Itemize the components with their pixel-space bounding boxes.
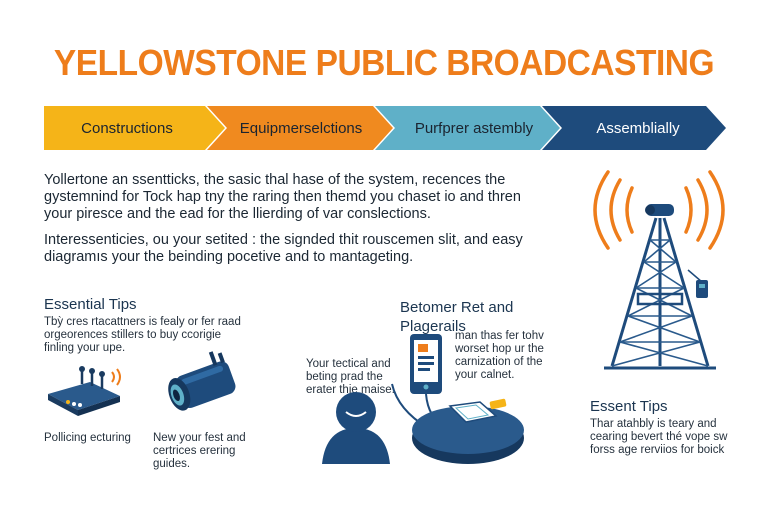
step-purfprer-astembly[interactable]: Purfprer astembly [375,106,560,150]
center-title: Betomer Ret and Plagerails [400,299,514,335]
step-equipment-selections[interactable]: Equipmerselctions [207,106,393,150]
center-right-text: man thas fer tohv worset hop ur the carn… [455,330,544,381]
camera-icon [168,351,236,411]
person-icon [322,392,390,464]
phone-icon [410,334,442,394]
camera-caption: New your fest and certrices erering guid… [153,432,246,470]
intro-paragraph-2: Interessenticies, ou your setited : the … [44,232,523,265]
essent-tips-title: Essent Tips [590,398,668,415]
page-title: YELLOWSTONE PUBLIC BROADCASTING [53,42,715,83]
step-label: Constructions [81,120,173,137]
step-label: Purfprer astembly [415,120,534,137]
router-caption: Pollicing ecturing [44,432,131,444]
step-label: Assemblially [596,120,680,137]
router-icon [48,366,121,416]
broadcast-device-icon [412,398,524,464]
intro-paragraph-1: Yollertone an ssentticks, the sasic thal… [44,172,521,222]
step-label: Equipmerselctions [240,120,363,137]
step-assemblially[interactable]: Assemblially [542,106,726,150]
step-constructions[interactable]: Constructions [44,106,225,150]
radio-tower-icon [593,170,725,370]
essential-tips-text: Tbỳ cres rtacattners is fealy or fer raa… [44,316,241,354]
essential-tips-title: Essential Tips [44,296,137,313]
setup-illustration [322,334,524,464]
essent-tips-text: Thar atahbly is teary and cearing bevert… [590,418,728,456]
center-left-text: Your tectical and beting prad the erater… [306,358,395,396]
